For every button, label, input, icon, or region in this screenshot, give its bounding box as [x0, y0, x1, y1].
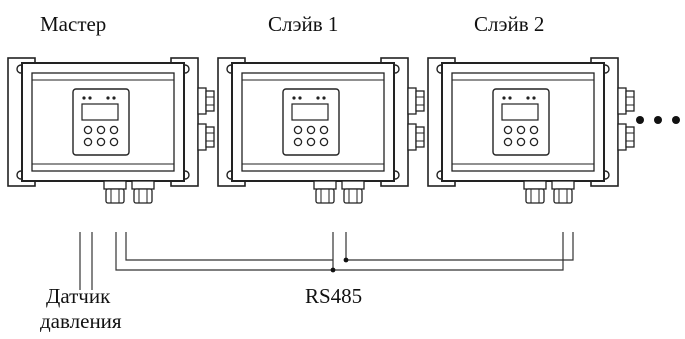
master-label: Мастер: [40, 12, 106, 36]
master-controller-unit: [7, 57, 215, 204]
slave-1-controller-unit: [217, 57, 425, 204]
slave-2-label: Слэйв 2: [474, 12, 544, 36]
rs485-bus-wires: [115, 232, 574, 271]
bus-junction-dot: [343, 257, 349, 263]
more-devices-ellipsis: [636, 116, 680, 124]
pressure-sensor-label-line2: давления: [40, 309, 122, 333]
slave-2-controller-unit: [427, 57, 635, 204]
pressure-sensor-wires: [79, 232, 93, 290]
rs485-label: RS485: [305, 284, 362, 308]
bus-junction-dot: [330, 267, 336, 273]
pressure-sensor-label-line1: Датчик: [46, 284, 111, 308]
slave-1-label: Слэйв 1: [268, 12, 338, 36]
